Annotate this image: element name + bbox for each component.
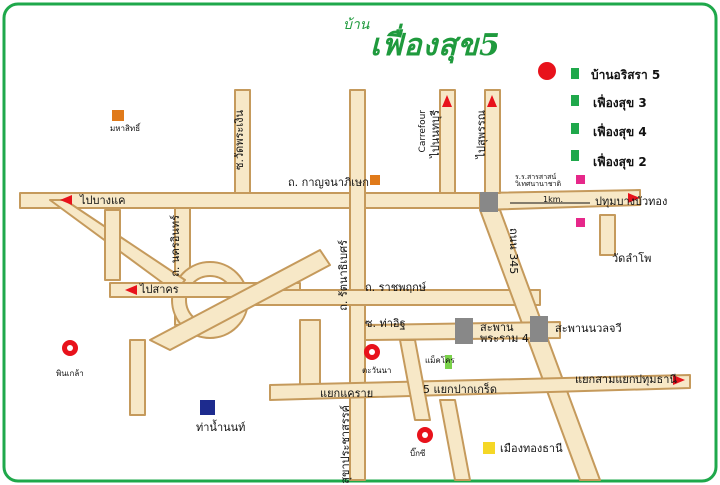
legend-item: เฟื่องสุข 4 [593, 125, 647, 139]
red-arrow-icon [628, 193, 640, 203]
place-wat-lam-pho: วัดลำโพ [612, 252, 652, 265]
road-label-345: ถนน 345 [507, 228, 520, 275]
title-small: บ้าน [343, 17, 370, 33]
road-ring-diag [149, 249, 331, 351]
red-arrow-icon [60, 195, 72, 205]
red-arrow-icon [487, 95, 497, 107]
legend-item: เฟื่องสุข 3 [593, 96, 647, 110]
place-tawanna: ตะวันนา [362, 366, 392, 375]
red-arrow-icon [442, 95, 452, 107]
scale-label: 1km. [543, 195, 564, 204]
road-ratanathibet [349, 89, 366, 481]
place-makro: แม็คโคร [425, 356, 455, 365]
place-mahachai: มหาสิทธิ์ [110, 124, 141, 133]
poi-school-2 [576, 218, 585, 227]
road-muang-thong [439, 399, 471, 481]
poi-homepro [370, 175, 380, 185]
place-pak-kret: 5 แยกปากเกร็ด [423, 383, 497, 396]
place-pathum-bangbuathong: ปทุมบางบัวทอง [595, 195, 668, 208]
poi-school [576, 175, 585, 184]
place-to-bangkae: ไปบางแค [80, 194, 126, 207]
legend-marker [571, 68, 579, 79]
place-bridge-nonthaburi: สะพานนวลจวี [555, 322, 622, 335]
page-title: เฟื่องสุข5 [370, 28, 501, 63]
place-carrefour: Carrefour [418, 110, 428, 153]
road-label-tha-it: ซ. ท่าอิฐ [365, 317, 406, 330]
poi-makro [445, 355, 452, 369]
road-label-nakhonin: ถ. นครอินทร์ [169, 215, 182, 277]
bridge-nonthaburi [530, 316, 548, 342]
arrows [60, 95, 685, 385]
legend-marker [571, 150, 579, 161]
place-tha-nam: ท่าน้ำนนท์ [196, 421, 246, 434]
red-arrow-icon [673, 375, 685, 385]
road-label-wat-phrangern: ซ.วัดพระเงิน [233, 110, 246, 171]
place-to-sakhon: ไปสาคร [140, 283, 179, 296]
road-label-ratanathibet: ถ. รัตนาธิเบศร์ [337, 240, 350, 311]
poi-mahachai [112, 110, 124, 121]
legend-item: บ้านอริสรา 5 [591, 68, 661, 82]
road-wat-lampho [599, 214, 616, 256]
legend-marker [571, 95, 579, 106]
road-label-sappaya: ไปสุพรรณ [475, 110, 488, 159]
sun-flower-icon [417, 427, 433, 443]
road-left-vert [104, 209, 121, 281]
legend-dot-red [538, 62, 556, 80]
road-to-sappaya [484, 89, 501, 194]
place-big-c: บิ๊กซี [410, 449, 426, 458]
road-wat-phrangern [234, 89, 251, 194]
place-bridge-rama4: สะพาน พระราม 4 [480, 321, 529, 345]
place-pinklao: พิน​เกล้า [56, 369, 84, 378]
place-school: ร.ร.สารสาสน์ วิเทศนานาชาติ [515, 173, 562, 188]
legend-item: เฟื่องสุข 2 [593, 155, 647, 169]
place-pathumthani: ปทุมธานี [635, 373, 677, 386]
place-sam-yaek: แยกสามแยก [575, 373, 636, 386]
road-lower [399, 339, 431, 421]
road-label-kanchana: ถ. กาญจนาภิเษก [288, 176, 369, 189]
poi-muang-thong [483, 442, 495, 454]
road-far-left [129, 339, 146, 416]
poi-tha-nam [200, 400, 215, 415]
road-label-sukhaprachasan: สุขาประชาสรรค์ [339, 405, 352, 484]
red-arrow-icon [125, 285, 137, 295]
road-label-tiwanon: ไปนนทบุรี [429, 110, 442, 158]
road-pak-kret [269, 374, 691, 401]
bridge-kanchana [480, 192, 498, 212]
road-tiwanon [439, 89, 456, 194]
place-jao-tok: แยกแคราย [320, 387, 374, 400]
sun-flower-icon [364, 344, 380, 360]
legend-marker [571, 123, 579, 134]
bridge-rama4 [455, 318, 473, 344]
roads [19, 89, 691, 481]
road-345 [479, 209, 601, 481]
sun-flower-icon [62, 340, 78, 356]
road-label-ratphruek: ถ. ราชพฤกษ์ [365, 281, 427, 294]
place-muang-thong: เมืองทองธานี [500, 442, 563, 455]
